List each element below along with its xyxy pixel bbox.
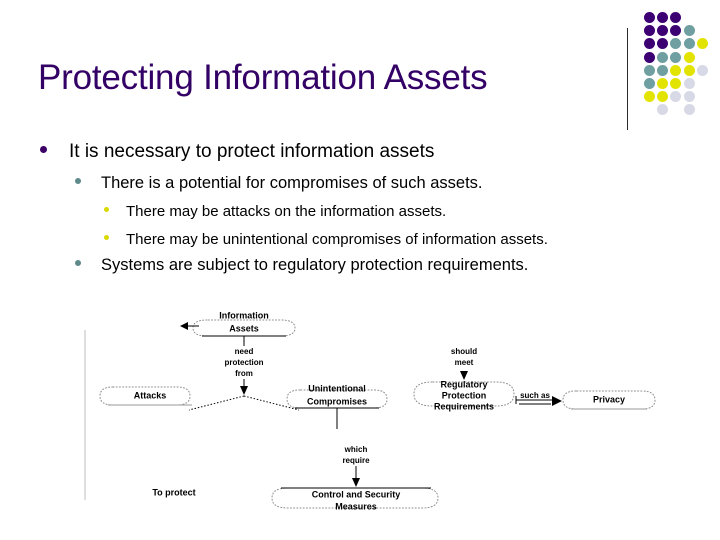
arrowhead-such-as-icon (552, 396, 562, 406)
title-vertical-rule (627, 28, 628, 130)
bullet-level2-regulatory-text: Systems are subject to regulatory protec… (101, 256, 529, 274)
decoration-dot (683, 64, 695, 76)
bullet-level3-attacks-text: There may be attacks on the information … (126, 203, 447, 220)
edge-need-protection-from-line2: protection (224, 358, 263, 367)
decoration-dot (657, 91, 669, 103)
decoration-dot (644, 51, 655, 63)
bullet-level3-attacks: There may be attacks on the information … (104, 202, 446, 222)
arrowhead-which-require-icon (352, 478, 360, 487)
decoration-dot (670, 64, 682, 76)
arrowhead-need-protection-from-icon (240, 386, 248, 395)
node-information-assets-line2: Assets (229, 323, 259, 333)
bullet-level3-unintentional-text: There may be unintentional compromises o… (126, 231, 548, 248)
decoration-dot (683, 91, 695, 103)
decoration-dot (644, 12, 655, 23)
diagram-node-attacks: Attacks (99, 386, 192, 406)
node-regulatory-line2: Protection (442, 390, 487, 400)
node-control-line2: Measures (335, 501, 377, 511)
bullet-level2-potential: There is a potential for compromises of … (75, 173, 483, 194)
diagram-node-regulatory-protection-requirements: Regulatory Protection Requirements (413, 379, 515, 411)
node-attacks-label: Attacks (134, 390, 167, 400)
decoration-dot (657, 38, 669, 50)
bullet-marker-level2-icon (75, 260, 81, 266)
arrowhead-should-meet-icon (460, 371, 468, 380)
edge-which-require-line2: require (342, 456, 370, 465)
bullet-level1-text: It is necessary to protect information a… (69, 141, 435, 162)
bullet-marker-level2-icon (75, 178, 81, 184)
decoration-dot (696, 64, 708, 76)
decoration-dot (683, 78, 695, 89)
decoration-dot (683, 38, 695, 50)
decoration-dot (644, 64, 655, 76)
node-control-line1: Control and Security (312, 489, 401, 499)
decoration-dot (644, 25, 655, 37)
node-regulatory-line1: Regulatory (440, 379, 487, 389)
bullet-marker-level3-icon (104, 207, 109, 212)
diagram-label-to-protect: To protect (152, 487, 195, 497)
decoration-dot (657, 25, 669, 37)
node-information-assets-line1: Information (219, 310, 269, 320)
diagram-edge-need-protection-from: need protection from (224, 336, 264, 395)
decoration-dot (670, 51, 682, 63)
edge-should-meet-line2: meet (455, 358, 474, 367)
bullet-level1: It is necessary to protect information a… (40, 140, 434, 164)
diagram-edge-should-meet: should meet (451, 347, 477, 380)
decoration-dot (657, 78, 669, 89)
edge-should-meet-line1: should (451, 347, 477, 356)
decoration-dot (670, 25, 682, 37)
node-unintentional-compromises-line1: Unintentional (308, 383, 366, 393)
node-regulatory-line3: Requirements (434, 401, 494, 411)
decoration-dot (683, 104, 695, 116)
decoration-dot (696, 38, 708, 50)
diagram-node-unintentional-compromises: Unintentional Compromises (286, 383, 388, 409)
diagram-node-privacy: Privacy (562, 390, 656, 410)
bullet-level2-potential-text: There is a potential for compromises of … (101, 174, 483, 192)
decoration-dot (644, 78, 655, 89)
bullet-level2-regulatory: Systems are subject to regulatory protec… (75, 255, 528, 276)
decoration-dot (670, 12, 682, 23)
edge-need-protection-from-line3: from (235, 369, 253, 378)
decoration-dot (670, 78, 682, 89)
decoration-dot (644, 91, 655, 103)
decoration-dot (657, 51, 669, 63)
page-title: Protecting Information Assets (38, 58, 488, 97)
decoration-dot (657, 64, 669, 76)
bullet-marker-level1-icon (40, 146, 47, 153)
edge-which-require-line1: which (344, 445, 368, 454)
dot-matrix-decoration (644, 12, 720, 122)
decoration-dot (657, 104, 669, 116)
diagram-node-information-assets: Information Assets (180, 310, 296, 337)
decoration-dot (670, 91, 682, 103)
diagram-node-control-and-security-measures: Control and Security Measures (271, 487, 439, 511)
decoration-dot (683, 25, 695, 37)
node-unintentional-compromises-line2: Compromises (307, 396, 367, 406)
decoration-dot (657, 12, 669, 23)
edge-need-protection-from-line1: need (235, 347, 254, 356)
edge-such-as-label: such as (520, 391, 550, 400)
bullet-marker-level3-icon (104, 235, 109, 240)
decoration-dot (683, 51, 695, 63)
concept-diagram: Information Assets need protection from … (0, 288, 720, 538)
bullet-level3-unintentional: There may be unintentional compromises o… (104, 230, 548, 250)
decoration-dot (670, 38, 682, 50)
decoration-dot (644, 38, 655, 50)
node-privacy-label: Privacy (593, 394, 625, 404)
diagram-branch-lines (188, 395, 300, 411)
diagram-edge-which-require: which require (342, 445, 370, 487)
arrowhead-into-information-assets-icon (180, 322, 188, 330)
diagram-edge-such-as: such as (515, 391, 562, 406)
